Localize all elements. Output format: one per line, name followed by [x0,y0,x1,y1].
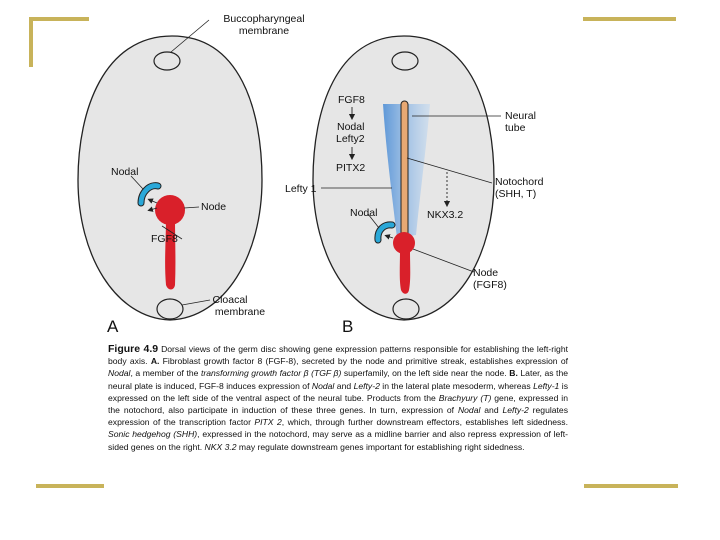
label-nodal-b: Nodal [350,207,377,219]
caption-text: superfamily, on the left side near the n… [341,368,510,379]
caption-gene: NKX 3.2 [204,441,237,452]
caption-text: regulates expression of the transcriptio… [108,405,569,428]
caption-figure-label: Figure 4.9 [108,343,159,355]
corner-bracket-horizontal [29,17,89,21]
label-node-a: Node [201,201,226,213]
panel-b: FGF8 Nodal Lefty2 PITX2 Lefty 1 Nodal Ne… [285,35,544,336]
node-a [155,195,185,225]
signal-arrow-b1 [384,234,394,240]
primitive-streak-b [399,250,411,294]
caption-text: Later, as the neural plate is induced, F… [108,368,569,391]
caption-text: Fibroblast growth factor 8 (FGF-8), secr… [159,356,568,367]
label-lefty1: Lefty 1 [285,183,317,195]
embryo-disc-a [77,35,263,321]
caption-text: in the lateral plate mesoderm, whereas [379,380,534,391]
panel-letter-a: A [107,317,119,336]
bottom-left-rule [36,484,104,488]
caption-text: may regulate downstream genes important … [236,441,525,452]
cloacal-membrane-a [156,298,184,320]
caption-gene: Nodal [108,368,131,379]
label-notochord-genes: (SHH, T) [495,188,536,200]
label-cloacal-membrane: membrane [215,306,265,318]
label-buccopharyngeal: Buccopharyngeal [223,13,304,25]
label-node-fgf8: (FGF8) [473,279,507,291]
caption-gene: Lefty-1 [533,380,560,391]
caption-gene: transforming growth factor β (TGF β) [200,368,342,379]
node-b [393,232,415,254]
primitive-streak-a [165,218,176,290]
buccopharyngeal-membrane-a [153,51,181,71]
caption-text: , which, through further downstream effe… [281,417,568,428]
label-cloacal: Cloacal [212,294,247,306]
label-nodal-cascade: Nodal [337,121,364,133]
signal-arrow-a1 [147,198,158,204]
panel-letter-b: B [342,317,353,336]
caption-gene: Nodal [457,405,481,416]
label-pitx2: PITX2 [336,162,365,174]
caption-text: is expressed on the left side of the ven… [108,380,568,403]
caption-part-a: A. [150,356,160,367]
caption-gene: Sonic hedgehog (SHH) [108,429,198,440]
top-right-rule [583,17,676,21]
panel-a: Buccopharyngeal membrane Nodal Node FGF8… [77,13,305,336]
germ-disc-diagram: Buccopharyngeal membrane Nodal Node FGF8… [77,13,544,336]
label-buccopharyngeal-membrane: membrane [239,25,289,37]
caption-text: Dorsal views of the germ disc showing ge… [108,344,568,367]
caption-text: , expressed in the notochord, may serve … [108,429,568,452]
label-fgf8-a: FGF8 [151,233,178,245]
caption-gene: Brachyury (T) [438,392,492,403]
caption-part-b: B. [509,368,518,379]
caption-gene: PITX 2 [254,417,282,428]
buccopharyngeal-membrane-b [391,51,419,71]
label-node-b: Node [473,267,498,279]
caption-gene: Lefty-2 [502,405,529,416]
caption-gene: Nodal [311,380,335,391]
label-nodal-a: Nodal [111,166,138,178]
caption-text: and [334,380,354,391]
caption-text: , a member of the [130,368,201,379]
label-neural: Neural [505,110,536,122]
caption-gene: Lefty-2 [353,380,380,391]
label-notochord: Notochord [495,176,544,188]
caption-text: gene, expressed in the notochord, also p… [108,392,568,416]
figure-caption: Figure 4.9 Dorsal views of the germ disc… [108,343,568,453]
bottom-right-rule [584,484,678,488]
label-neural-tube: tube [505,122,526,134]
corner-bracket-vertical [29,17,33,67]
signal-arrow-a2 [147,206,158,212]
notochord-b [400,100,409,238]
caption-text: and [480,405,503,416]
label-fgf8-b: FGF8 [338,94,365,106]
cloacal-membrane-b [392,298,420,320]
label-nkx3-2: NKX3.2 [427,209,463,221]
label-lefty2: Lefty2 [336,133,365,145]
